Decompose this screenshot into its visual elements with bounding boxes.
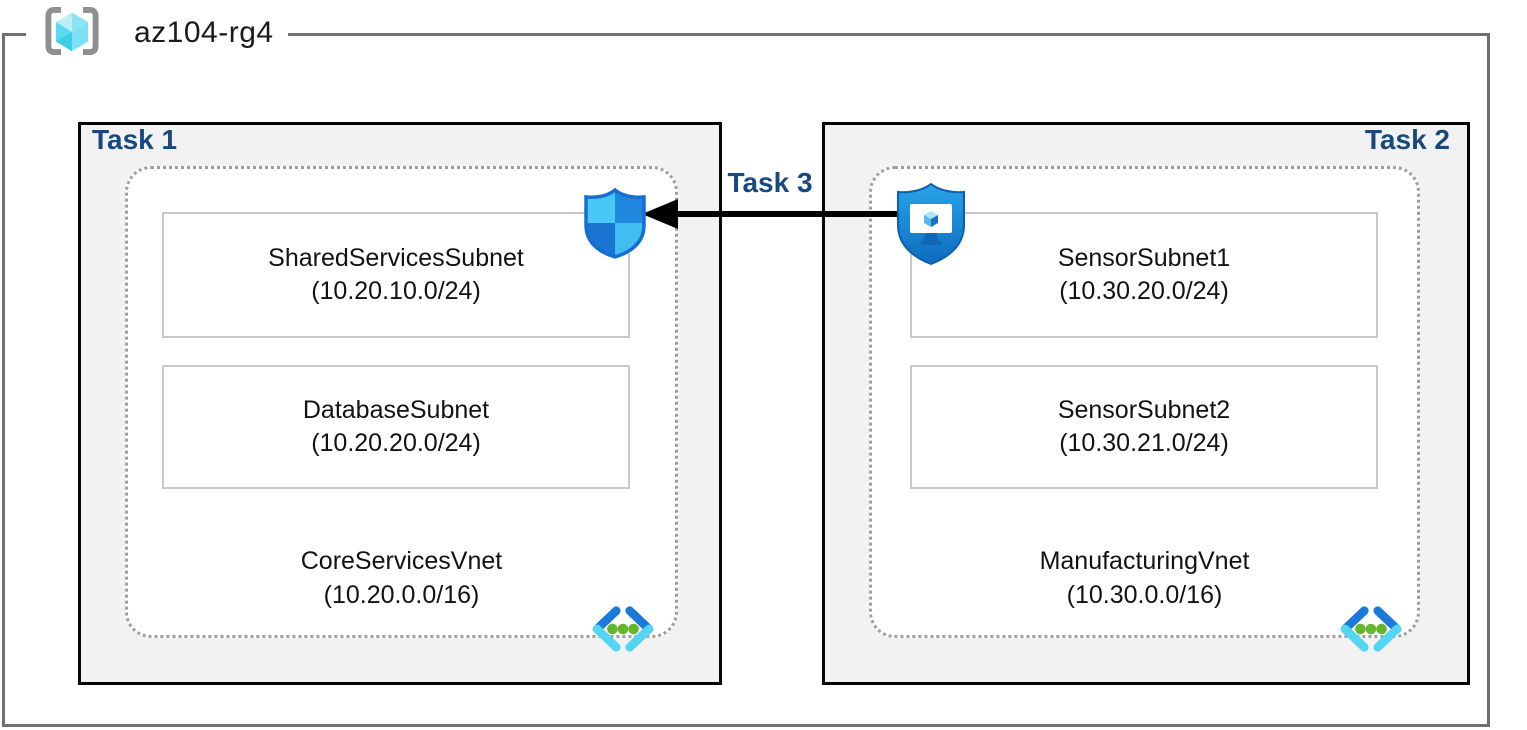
subnet-cidr: (10.20.10.0/24) [311, 277, 481, 305]
database-subnet-box: DatabaseSubnet (10.20.20.0/24) [162, 365, 630, 489]
virtual-network-icon [1340, 606, 1402, 652]
subnet-name: SharedServicesSubnet [268, 244, 524, 272]
subnet-name: SensorSubnet2 [1057, 396, 1231, 424]
bastion-icon [897, 182, 965, 266]
subnet-cidr: (10.30.21.0/24) [1059, 429, 1229, 457]
vnet-name: ManufacturingVnet [1039, 547, 1250, 575]
sensor-subnet1-box: SensorSubnet1 (10.30.20.0/24) [910, 212, 1378, 338]
subnet-cidr: (10.30.20.0/24) [1059, 277, 1229, 305]
task1-label: Task 1 [92, 124, 178, 155]
sensor-subnet2-box: SensorSubnet2 (10.30.21.0/24) [910, 365, 1378, 489]
vnet-cidr: (10.30.0.0/16) [1066, 581, 1223, 609]
task3-label: Task 3 [727, 167, 813, 198]
resource-group-name: az104-rg4 [134, 16, 274, 49]
vnet-cidr: (10.20.0.0/16) [323, 581, 480, 609]
manufacturing-vnet-caption: ManufacturingVnet (10.30.0.0/16) [869, 544, 1420, 612]
task2-label: Task 2 [1364, 124, 1450, 155]
task3-peering-arrow [642, 199, 902, 229]
subnet-cidr: (10.20.20.0/24) [311, 429, 481, 457]
resource-group-frame [2, 33, 1490, 727]
shared-services-subnet-box: SharedServicesSubnet (10.20.10.0/24) [162, 212, 630, 338]
core-services-vnet-caption: CoreServicesVnet (10.20.0.0/16) [125, 544, 678, 612]
resource-group-legend: az104-rg4 [26, 2, 288, 64]
resource-group-icon [40, 3, 104, 64]
security-shield-icon [584, 187, 646, 259]
subnet-name: DatabaseSubnet [302, 396, 490, 424]
virtual-network-icon [592, 606, 654, 652]
vnet-name: CoreServicesVnet [300, 547, 503, 575]
subnet-name: SensorSubnet1 [1057, 244, 1231, 272]
